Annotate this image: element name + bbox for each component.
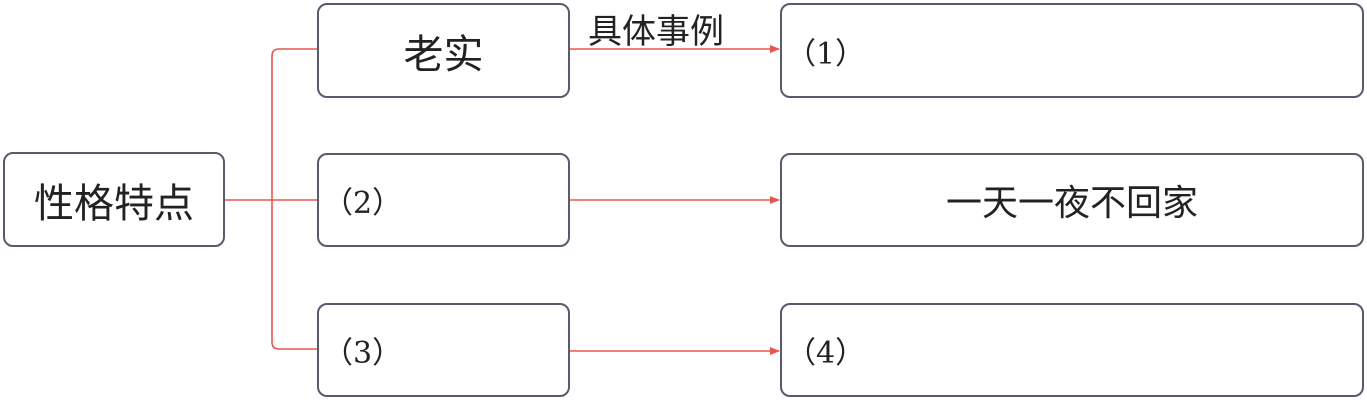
example-node-2: 一天一夜不回家	[780, 153, 1364, 247]
edge-label: 具体事例	[588, 12, 724, 52]
example-node-3: （4）	[780, 303, 1364, 397]
trait-node-3: （3）	[317, 303, 570, 397]
trait-node-2: （2）	[317, 153, 570, 247]
example-node-1: （1）	[780, 3, 1364, 98]
root-node: 性格特点	[3, 152, 225, 247]
trunk-connector	[271, 48, 280, 350]
trait-node-1: 老实	[317, 3, 570, 98]
